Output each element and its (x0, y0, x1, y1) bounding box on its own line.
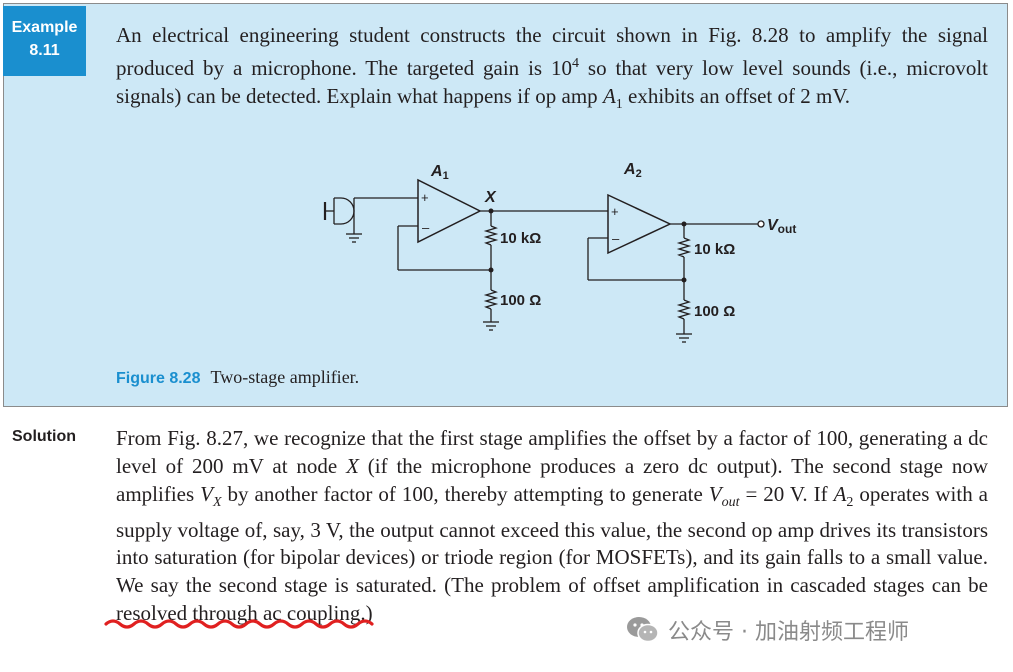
watermark: 公众号 · 加油射频工程师 (626, 612, 909, 648)
solution-text-5: operates with a supply voltage of, say, … (116, 481, 988, 625)
solution-var-vx-sub: X (212, 494, 222, 510)
solution-var-a2: A (833, 481, 847, 506)
red-squiggle-underline (104, 619, 374, 629)
problem-text-1: An electrical engineering student constr… (116, 23, 988, 80)
solution-var-vout: V (708, 481, 722, 506)
microphone-icon (323, 197, 420, 243)
problem-var-a-sub: 1 (615, 96, 623, 112)
resistor-r2 (483, 289, 499, 310)
op-amp-a1-plus: + (421, 190, 429, 205)
op-amp-a2-plus: + (611, 204, 619, 219)
problem-text-2: so that very low level sounds (i.e., mic… (116, 55, 988, 108)
op-amp-a2-minus: – (612, 231, 620, 246)
solution-var-vout-sub: out (721, 494, 740, 510)
resistor-r4-label: 100 Ω (694, 303, 735, 320)
solution-text-2: (if the microphone produces a zero dc ou… (116, 453, 988, 506)
circuit-diagram: + – A1 X 10 kΩ 100 Ω + – A2 Vou (323, 161, 796, 343)
watermark-text: 公众号 · 加油射频工程师 (668, 620, 909, 645)
solution-text: From Fig. 8.27, we recognize that the fi… (116, 425, 988, 628)
op-amp-a2-label: A2 (623, 161, 642, 180)
figure-caption: Figure 8.28 Two-stage amplifier. (116, 367, 359, 388)
example-badge: Example 8.11 (3, 6, 86, 76)
node-x-label: X (484, 189, 497, 206)
problem-exponent: 4 (572, 55, 579, 71)
wechat-icon (627, 617, 659, 643)
figure-label: Figure 8.28 (116, 370, 201, 387)
op-amp-a1-label: A1 (430, 163, 449, 182)
resistor-r2-label: 100 Ω (500, 292, 541, 309)
solution-var-a2-sub: 2 (846, 494, 854, 510)
op-amp-a2 (587, 193, 684, 281)
op-amp-a1 (397, 178, 491, 271)
solution-text-4: = 20 V. If (739, 481, 834, 506)
resistor-r4 (676, 299, 692, 320)
resistor-r1 (483, 225, 499, 246)
problem-var-a: A (602, 83, 616, 108)
figure-caption-text: Two-stage amplifier. (210, 367, 360, 387)
solution-var-vx: V (200, 481, 213, 506)
example-badge-word: Example (11, 19, 78, 36)
resistor-r3 (676, 237, 692, 258)
vout-terminal (757, 220, 765, 228)
op-amp-a1-minus: – (422, 220, 430, 235)
resistor-r3-label: 10 kΩ (694, 241, 735, 258)
resistor-r1-label: 10 kΩ (500, 230, 541, 247)
solution-var-x: X (346, 453, 359, 478)
solution-text-3: by another factor of 100, thereby attemp… (221, 481, 709, 506)
solution-label: Solution (12, 428, 76, 445)
example-box (3, 3, 1008, 407)
example-badge-number: 8.11 (29, 42, 60, 59)
problem-text: An electrical engineering student constr… (116, 22, 988, 119)
vout-label: Vout (767, 217, 796, 236)
solution-text-1: From Fig. 8.27, we recognize that the fi… (116, 426, 988, 478)
problem-text-3: exhibits an offset of 2 mV. (622, 83, 851, 108)
